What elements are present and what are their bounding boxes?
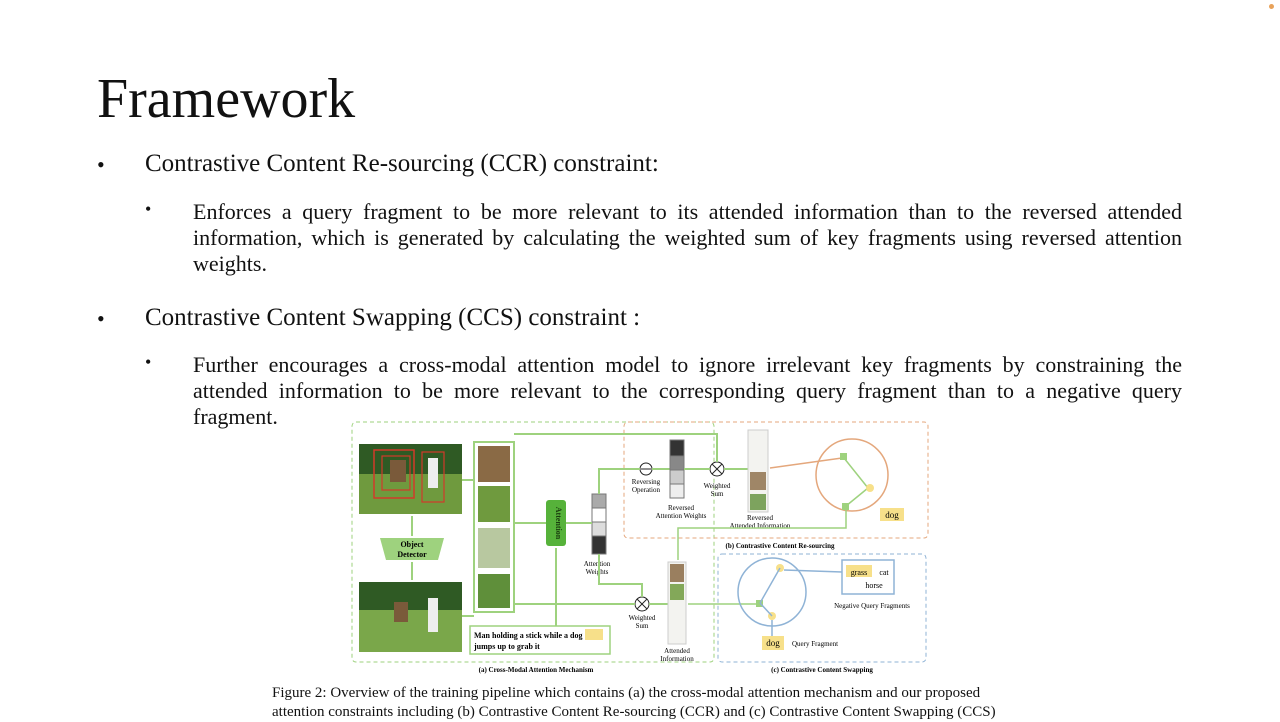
caption-line-2: attention constraints including (b) Cont… — [272, 704, 996, 720]
reversed-attention-weights-bar — [669, 439, 685, 499]
negative-query-fragments-label: Negative Query Fragments — [834, 602, 910, 610]
ccs-query-word: dog — [766, 638, 780, 648]
negative-word-grass: grass — [851, 568, 867, 577]
ccr-embedding-circle — [815, 438, 889, 512]
reversing-operation-label-1: Reversing — [632, 478, 661, 486]
reversed-attended-info-label-1: Reversed — [747, 514, 774, 522]
top-image — [359, 444, 462, 514]
panel-a-border — [351, 421, 715, 663]
reversed-attention-weights-label-1: Reversed — [668, 504, 695, 512]
weighted-sum-top-label-1: Weighted — [704, 482, 731, 490]
reversed-attention-weights-label-2: Attention Weights — [656, 512, 707, 520]
sub-bullet-ccr: Enforces a query fragment to be more rel… — [193, 199, 1182, 276]
sub-bullet-dot-1: • — [145, 199, 152, 219]
ccr-query-word-highlight — [880, 508, 904, 521]
sub-bullet-ccs: Further encourages a cross-modal attenti… — [193, 352, 1182, 429]
attended-info-label-2: Information — [660, 655, 694, 663]
framework-figure: Object Detector Attention — [350, 420, 930, 678]
attention-weights-label-1: Attention — [584, 560, 611, 568]
weighted-sum-bottom-label-1: Weighted — [629, 614, 656, 622]
panel-b-label: (b) Contrastive Content Re-sourcing — [726, 542, 835, 550]
attended-info-label-1: Attended — [664, 647, 690, 655]
weighted-sum-top-label-2: Sum — [711, 490, 724, 498]
bullet-ccr: Contrastive Content Re-sourcing (CCR) co… — [145, 150, 659, 177]
negative-word-cat: cat — [879, 568, 889, 577]
panel-a-label: (a) Cross-Modal Attention Mechanism — [479, 666, 594, 674]
attended-info-stack — [667, 561, 687, 645]
figure-caption: Figure 2: Overview of the training pipel… — [272, 684, 1072, 722]
query-fragment-label: Query Fragment — [792, 640, 838, 648]
weighted-sum-bottom-label-2: Sum — [636, 622, 649, 630]
panel-c-label: (c) Contrastive Content Swapping — [771, 666, 873, 674]
attention-weights-bar — [591, 493, 607, 555]
bullet-dot-2: • — [97, 306, 105, 331]
panel-c-border — [717, 553, 927, 663]
bullet-ccs: Contrastive Content Swapping (CCS) const… — [145, 304, 641, 331]
caption-line-1: Figure 2: Overview of the training pipel… — [272, 685, 981, 701]
attention-weights-label-2: Weights — [586, 568, 609, 576]
negative-word-horse: horse — [865, 581, 883, 590]
attention-label: Attention — [554, 507, 563, 540]
reversed-attended-info-label-2: Attended Information — [730, 522, 791, 530]
attention-block — [546, 500, 566, 546]
figure-diagram: Object Detector Attention — [350, 420, 930, 678]
sub-bullet-dot-2: • — [145, 352, 152, 372]
bottom-image — [359, 582, 462, 652]
reversed-attended-info-stack — [747, 429, 769, 513]
image-fragment-stack — [473, 441, 515, 613]
corner-dot — [1269, 4, 1274, 9]
object-detector-label-1: Object — [400, 540, 423, 549]
sentence-line-1: Man holding a stick while a dog — [474, 631, 582, 640]
object-detector-shape — [380, 538, 444, 560]
slide-title: Framework — [97, 68, 356, 130]
bullet-dot-1: • — [97, 152, 105, 177]
panel-b-border — [623, 421, 929, 539]
reversing-operation-label-2: Operation — [632, 486, 660, 494]
object-detector-label-2: Detector — [397, 550, 427, 559]
ccs-query-word-highlight — [762, 636, 784, 650]
sentence-line-2: jumps up to grab it — [473, 642, 540, 651]
ccr-query-word: dog — [885, 510, 899, 520]
